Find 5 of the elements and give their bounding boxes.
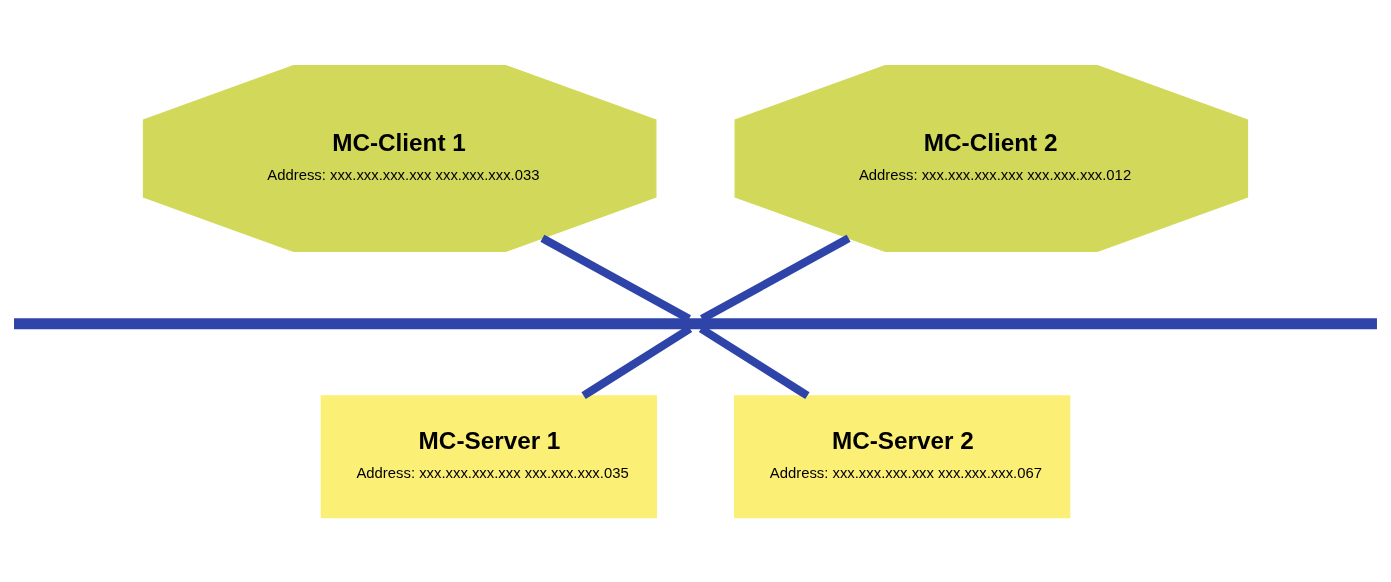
connector [540,234,691,322]
node-box: MC-Server 2 Address: xxx.xxx.xxx.xxx xxx.xxx.xxx.067 [734,394,1071,518]
node-bar [14,317,1377,329]
connector [700,234,851,322]
node-box: MC-Server 1 Address: xxx.xxx.xxx.xxx xxx.xxx.xxx.035 [320,394,657,518]
